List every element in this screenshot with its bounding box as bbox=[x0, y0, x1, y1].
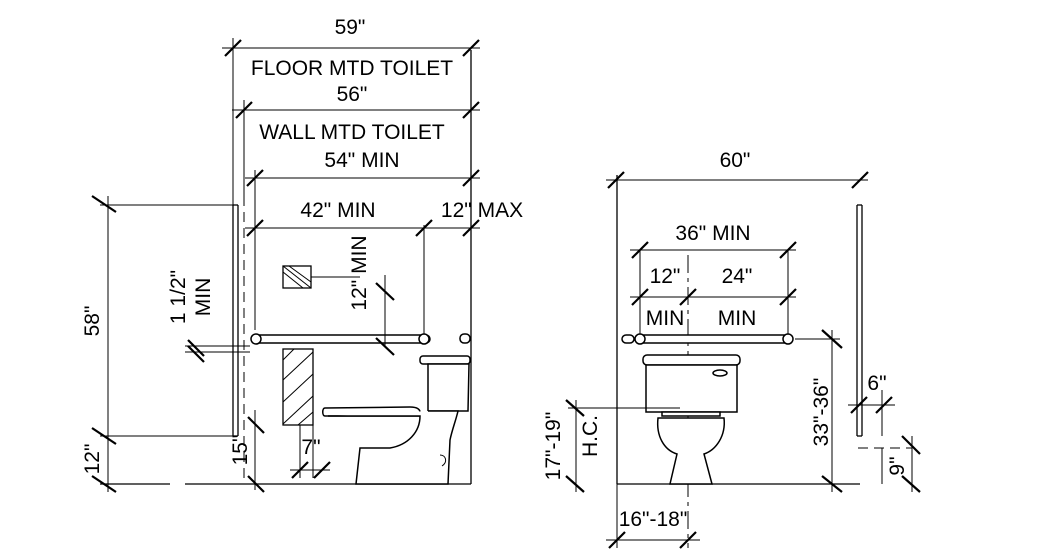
dim-12-floor: 12" bbox=[81, 444, 104, 475]
dim-6: 6" bbox=[867, 372, 886, 395]
dim-1-half: 1 1/2" bbox=[167, 270, 190, 324]
dim-36-min: 36" MIN bbox=[675, 222, 750, 245]
dim-54-min: 54" MIN bbox=[324, 149, 399, 172]
label-min-left: MIN bbox=[646, 307, 685, 330]
dim-16-18: 16"-18" bbox=[619, 508, 688, 531]
dim-7: 7" bbox=[301, 436, 320, 459]
dim-58: 58" bbox=[81, 306, 104, 337]
side-elevation bbox=[91, 38, 480, 493]
dim-12-front: 12" bbox=[650, 265, 681, 288]
label-min-right: MIN bbox=[718, 307, 757, 330]
dim-33-36: 33"-36" bbox=[810, 378, 833, 447]
hatched-clearance-zone bbox=[282, 348, 314, 426]
toilet-side-view bbox=[322, 355, 471, 485]
label-floor-mounted-toilet: FLOOR MTD TOILET bbox=[251, 57, 453, 80]
dim-12-min-vertical: 12" MIN bbox=[348, 235, 371, 310]
label-hc: H.C. bbox=[579, 415, 602, 457]
dim-24-front: 24" bbox=[722, 265, 753, 288]
front-elevation bbox=[565, 171, 921, 549]
front-grab-bar bbox=[635, 334, 793, 344]
grab-bar bbox=[251, 334, 431, 344]
dim-60: 60" bbox=[720, 149, 751, 172]
dim-42-min: 42" MIN bbox=[300, 199, 375, 222]
dim-1-half-min: MIN bbox=[192, 278, 215, 317]
dim-17-19: 17"-19" bbox=[542, 412, 565, 481]
label-wall-mounted-toilet: WALL MTD TOILET bbox=[259, 121, 445, 144]
toilet-front-view bbox=[642, 354, 741, 485]
dim-12-max: 12" MAX bbox=[441, 199, 523, 222]
dim-9: 9" bbox=[886, 456, 909, 475]
dim-15: 15" bbox=[229, 435, 252, 466]
dim-56: 56" bbox=[337, 83, 368, 106]
dim-59: 59" bbox=[335, 16, 366, 39]
